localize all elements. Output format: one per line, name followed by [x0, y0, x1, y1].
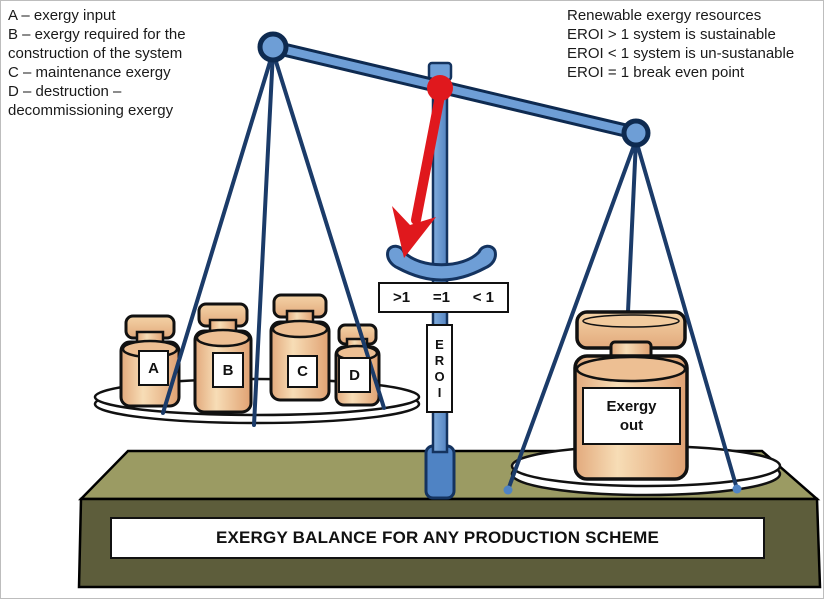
eroi-letter: E	[435, 337, 444, 352]
exergy-out-label: Exergy out	[582, 387, 681, 445]
legend-line: EROI > 1 system is sustainable	[567, 26, 776, 43]
jar-a-label: A	[138, 350, 169, 386]
jar-d-label: D	[338, 357, 371, 393]
legend-line: A – exergy input	[8, 7, 116, 24]
legend-line: D – destruction –	[8, 83, 122, 100]
legend-line: EROI < 1 system is un-sustanable	[567, 45, 795, 62]
pivot-knob	[427, 75, 453, 101]
legend-line: C – maintenance exergy	[8, 64, 171, 81]
balance-beam	[257, 31, 651, 148]
indicator-greater-than-one: >1	[393, 289, 411, 306]
legend-line: construction of the system	[8, 45, 183, 62]
legend-right: Renewable exergy resources EROI > 1 syst…	[567, 6, 794, 82]
legend-line: decommissioning exergy	[8, 102, 174, 119]
right-pan-strings	[506, 138, 739, 492]
indicator-less-than-one: < 1	[472, 289, 494, 306]
right-pivot	[621, 118, 651, 148]
string-anchor-dot	[732, 484, 742, 494]
legend-line: B – exergy required for the	[8, 26, 186, 43]
left-pivot	[257, 31, 289, 63]
eroi-letter: R	[434, 353, 445, 368]
red-arrow-icon	[392, 75, 453, 258]
string-anchor-dot	[503, 485, 513, 495]
legend-left: A – exergy input B – exergy required for…	[8, 6, 186, 120]
title-banner: EXERGY BALANCE FOR ANY PRODUCTION SCHEME	[110, 517, 765, 559]
jar-c-label: C	[287, 355, 318, 388]
eroi-letter: O	[434, 369, 445, 384]
eroi-indicator-box: >1 =1 < 1	[378, 282, 509, 313]
left-pan-strings	[161, 50, 386, 427]
pole-base	[424, 444, 456, 500]
legend-line: EROI = 1 break even point	[567, 64, 745, 81]
legend-line: Renewable exergy resources	[567, 7, 762, 24]
eroi-vertical-label: E R O I	[426, 324, 453, 413]
jar-b-label: B	[212, 352, 244, 388]
eroi-letter: I	[437, 385, 442, 400]
indicator-equal-one: =1	[432, 289, 450, 306]
